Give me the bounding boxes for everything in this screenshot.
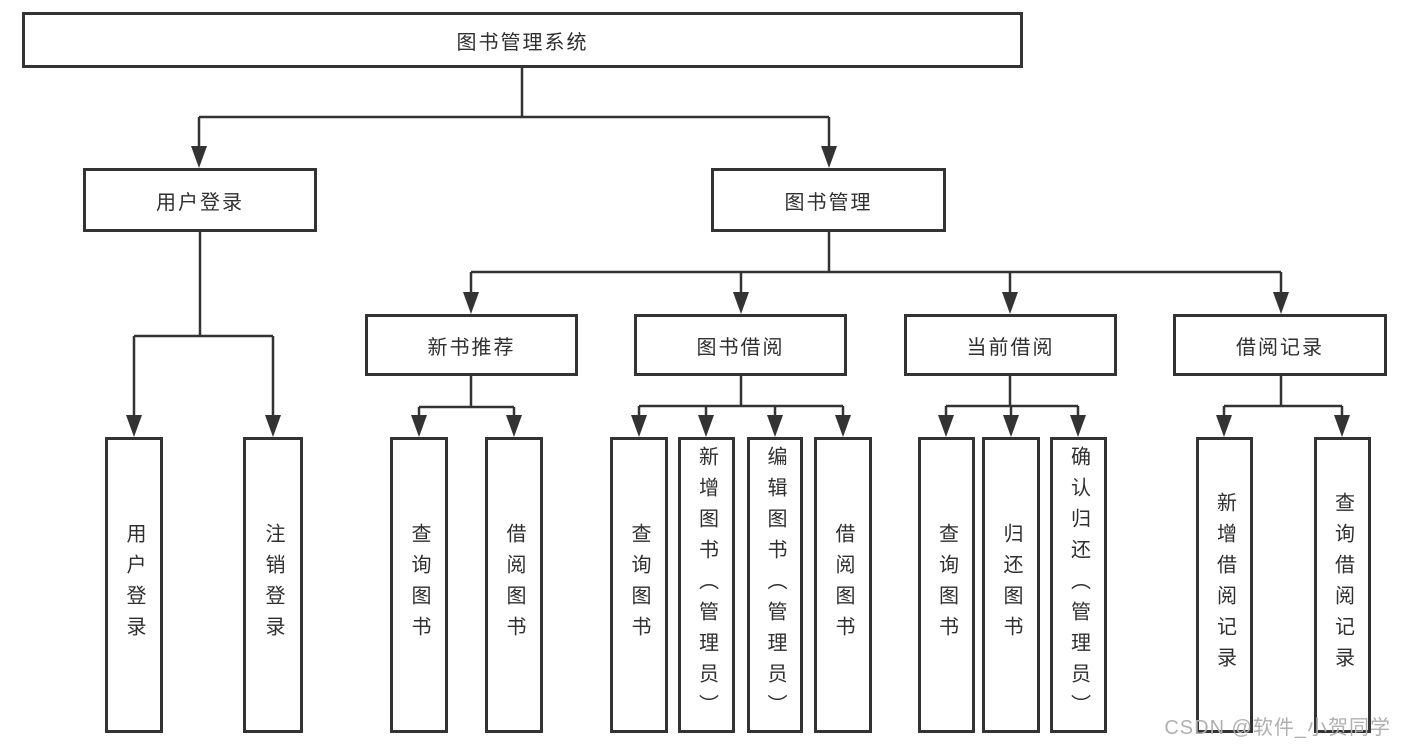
node-label: 借阅图书: [503, 523, 525, 647]
node-label: 图书借阅: [696, 336, 785, 359]
arrowhead-down-icon: [1070, 415, 1086, 437]
arrowhead-down-icon: [126, 415, 142, 437]
connector-line: [197, 68, 831, 150]
node-user-login: 用户登录: [83, 168, 317, 232]
node-label: 用户登录: [156, 191, 244, 214]
arrowhead-down-icon: [411, 415, 427, 437]
arrowhead-down-icon: [698, 415, 714, 437]
leaf-query-book-new-recommend: 查询图书: [390, 437, 448, 733]
connector-user-login-to-leaves: [126, 232, 281, 437]
node-label: 用户登录: [123, 523, 145, 647]
arrowhead-down-icon: [1002, 292, 1018, 314]
node-label: 归还图书: [1000, 523, 1022, 647]
node-label: 图书管理系统: [456, 31, 589, 54]
leaf-edit-book-admin: 编辑图书（管理员）: [747, 437, 803, 733]
node-label: 查询图书: [628, 523, 650, 647]
arrowhead-down-icon: [938, 415, 954, 437]
node-book-management: 图书管理: [711, 168, 946, 232]
node-label: 当前借阅: [966, 336, 1055, 359]
connector-line: [637, 376, 845, 419]
connector-line: [132, 232, 275, 419]
arrowhead-down-icon: [1003, 415, 1019, 437]
node-label: 查询图书: [408, 523, 430, 647]
leaf-query-book-borrow: 查询图书: [610, 437, 668, 733]
leaf-user-login: 用户登录: [105, 437, 163, 733]
connector-new-book-to-leaves: [411, 376, 522, 437]
arrowhead-down-icon: [835, 415, 851, 437]
node-label: 确认归还（管理员）: [1067, 445, 1090, 725]
connector-book-mgmt-to-level2: [463, 232, 1289, 314]
leaf-add-book-admin: 新增图书（管理员）: [678, 437, 735, 733]
leaf-confirm-return-admin: 确认归还（管理员）: [1050, 437, 1107, 733]
node-label: 图书管理: [784, 191, 873, 214]
connector-book-borrow-to-leaves: [631, 376, 851, 437]
arrowhead-down-icon: [631, 415, 647, 437]
node-label: 新书推荐: [427, 336, 516, 359]
leaf-borrow-book-under-borrow: 借阅图书: [814, 437, 872, 733]
node-borrow-record: 借阅记录: [1173, 314, 1387, 376]
node-label: 注销登录: [262, 523, 284, 647]
node-label: 借阅记录: [1236, 336, 1324, 359]
connector-line: [1222, 376, 1344, 419]
leaf-borrow-book-new-recommend: 借阅图书: [485, 437, 543, 733]
leaf-query-book-current: 查询图书: [918, 437, 975, 733]
connector-current-borrow-to-leaves: [938, 376, 1086, 437]
node-book-borrow: 图书借阅: [634, 314, 847, 376]
leaf-logout-login: 注销登录: [243, 437, 303, 733]
arrowhead-down-icon: [1273, 292, 1289, 314]
arrowhead-down-icon: [1334, 415, 1350, 437]
arrowhead-down-icon: [821, 146, 837, 168]
node-new-book-recommend: 新书推荐: [365, 314, 578, 376]
node-current-borrow: 当前借阅: [904, 314, 1117, 376]
leaf-return-book: 归还图书: [982, 437, 1040, 733]
connector-line: [944, 376, 1080, 419]
connector-root-to-level1: [191, 68, 837, 168]
node-label: 新增图书（管理员）: [695, 445, 718, 725]
arrowhead-down-icon: [733, 292, 749, 314]
node-label: 查询图书: [935, 523, 958, 647]
watermark: CSDN @软件_小贺同学: [1164, 717, 1391, 739]
leaf-query-borrow-record: 查询借阅记录: [1314, 437, 1371, 733]
node-label: 借阅图书: [832, 523, 854, 647]
arrowhead-down-icon: [1216, 415, 1232, 437]
leaf-add-borrow-record: 新增借阅记录: [1196, 437, 1253, 733]
node-root-library-system: 图书管理系统: [22, 12, 1023, 68]
arrowhead-down-icon: [265, 415, 281, 437]
connector-borrow-record-to-leaves: [1216, 376, 1350, 437]
connector-line: [417, 376, 516, 419]
arrowhead-down-icon: [767, 415, 783, 437]
arrowhead-down-icon: [506, 415, 522, 437]
connector-line: [469, 232, 1283, 296]
node-label: 新增借阅记录: [1213, 492, 1236, 678]
node-label: 编辑图书（管理员）: [764, 445, 786, 725]
arrowhead-down-icon: [191, 146, 207, 168]
node-label: 查询借阅记录: [1331, 492, 1354, 678]
arrowhead-down-icon: [463, 292, 479, 314]
